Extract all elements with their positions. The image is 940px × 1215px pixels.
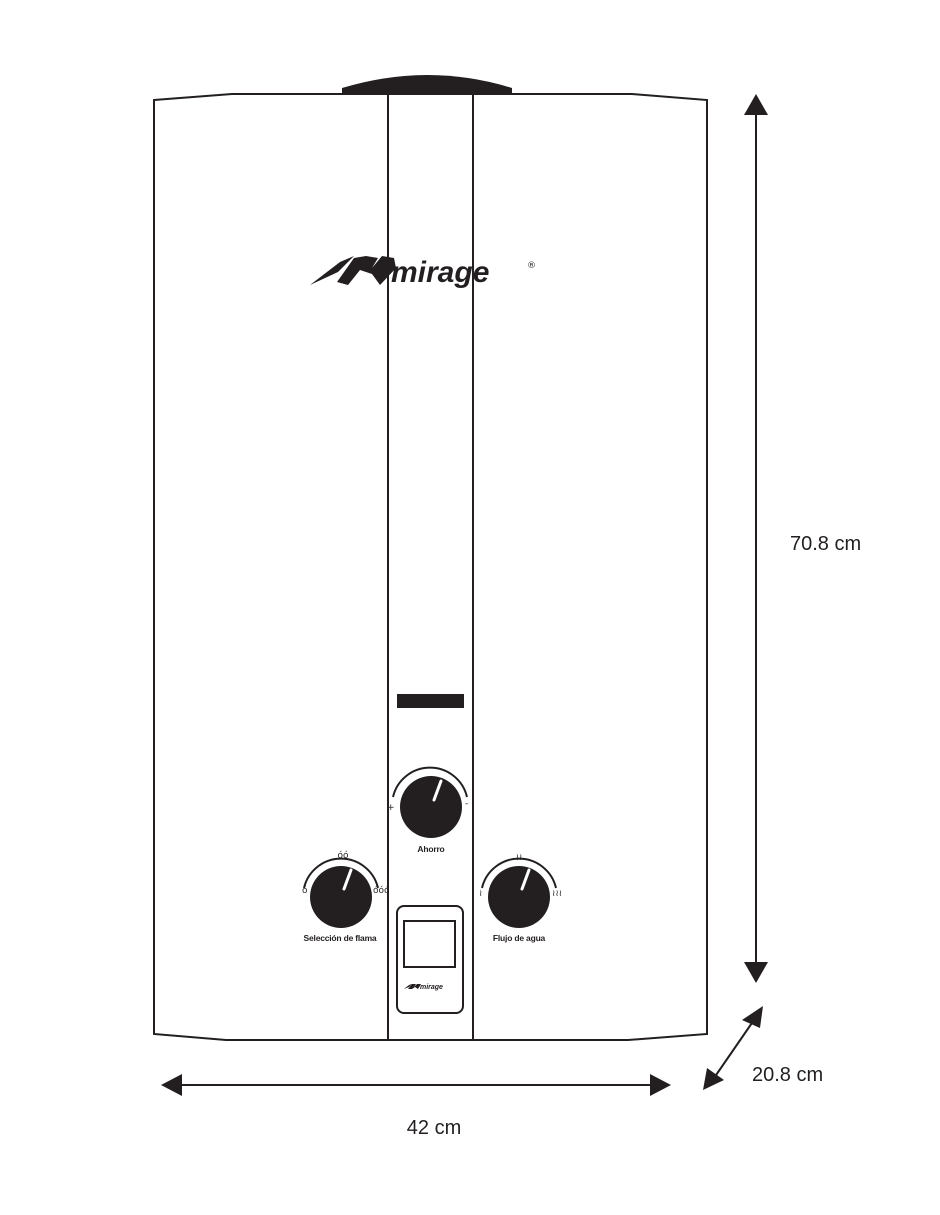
ahorro-label: Ahorro: [417, 844, 444, 854]
water-mid-icon: ≀≀: [516, 853, 523, 863]
minus-symbol: -: [465, 799, 468, 809]
left-knob-pointer: [342, 868, 353, 891]
right-knob-arc: [481, 857, 557, 889]
flame-selection-knob[interactable]: [310, 866, 372, 928]
water-min-icon: ≀: [479, 889, 482, 899]
right-knob-pointer: [520, 868, 531, 891]
depth-arrow-bottom-icon: [703, 1068, 724, 1090]
flame-min-icon: ó: [302, 885, 308, 896]
width-dimension: 42 cm: [161, 1074, 671, 1139]
right-knob-group: ≀ ≀≀ ≀≀≀ Flujo de agua: [479, 853, 562, 943]
height-arrow-top-icon: [744, 94, 768, 115]
center-knob-pointer: [432, 779, 443, 802]
heater-body-outline: [153, 93, 708, 1041]
depth-line: [713, 1019, 755, 1079]
top-cap: [342, 75, 512, 94]
bottom-window-frame: [396, 905, 464, 1014]
depth-arrow-top-icon: [742, 1006, 763, 1028]
left-knob-arc: [303, 857, 379, 889]
width-arrow-right-icon: [650, 1074, 671, 1096]
center-knob-group: + - Ahorro: [387, 766, 468, 854]
water-flow-knob[interactable]: [488, 866, 550, 928]
bottom-window-group: mirage: [396, 905, 464, 1014]
depth-label: 20.8 cm: [752, 1064, 823, 1086]
small-logo-mark-icon: [404, 984, 421, 989]
bottom-window-screen: [403, 920, 456, 968]
flame-mid-icon: óó: [337, 850, 349, 861]
small-brand-name: mirage: [420, 984, 443, 991]
width-label: 42 cm: [407, 1117, 461, 1139]
registered-mark: ®: [527, 261, 536, 271]
logo-mark-icon: [310, 256, 396, 285]
flame-max-icon: óóó: [373, 885, 390, 896]
brand-name: mirage: [391, 256, 489, 289]
center-panel: [387, 93, 474, 1041]
water-max-icon: ≀≀≀: [552, 889, 562, 899]
flame-selection-label: Selección de flama: [304, 933, 377, 943]
depth-dimension: 20.8 cm: [703, 1006, 823, 1090]
ahorro-knob[interactable]: [400, 776, 462, 838]
left-knob-group: ó óó óóó Selección de flama: [302, 850, 390, 943]
plus-symbol: +: [387, 803, 395, 813]
center-knob-arc: [392, 766, 468, 798]
water-flow-label: Flujo de agua: [493, 933, 546, 943]
indicator-slot: [397, 694, 464, 708]
height-dimension: 70.8 cm: [744, 94, 861, 983]
brand-logo: mirage ®: [310, 256, 536, 289]
height-label: 70.8 cm: [790, 533, 861, 555]
height-arrow-bottom-icon: [744, 962, 768, 983]
width-arrow-left-icon: [161, 1074, 182, 1096]
